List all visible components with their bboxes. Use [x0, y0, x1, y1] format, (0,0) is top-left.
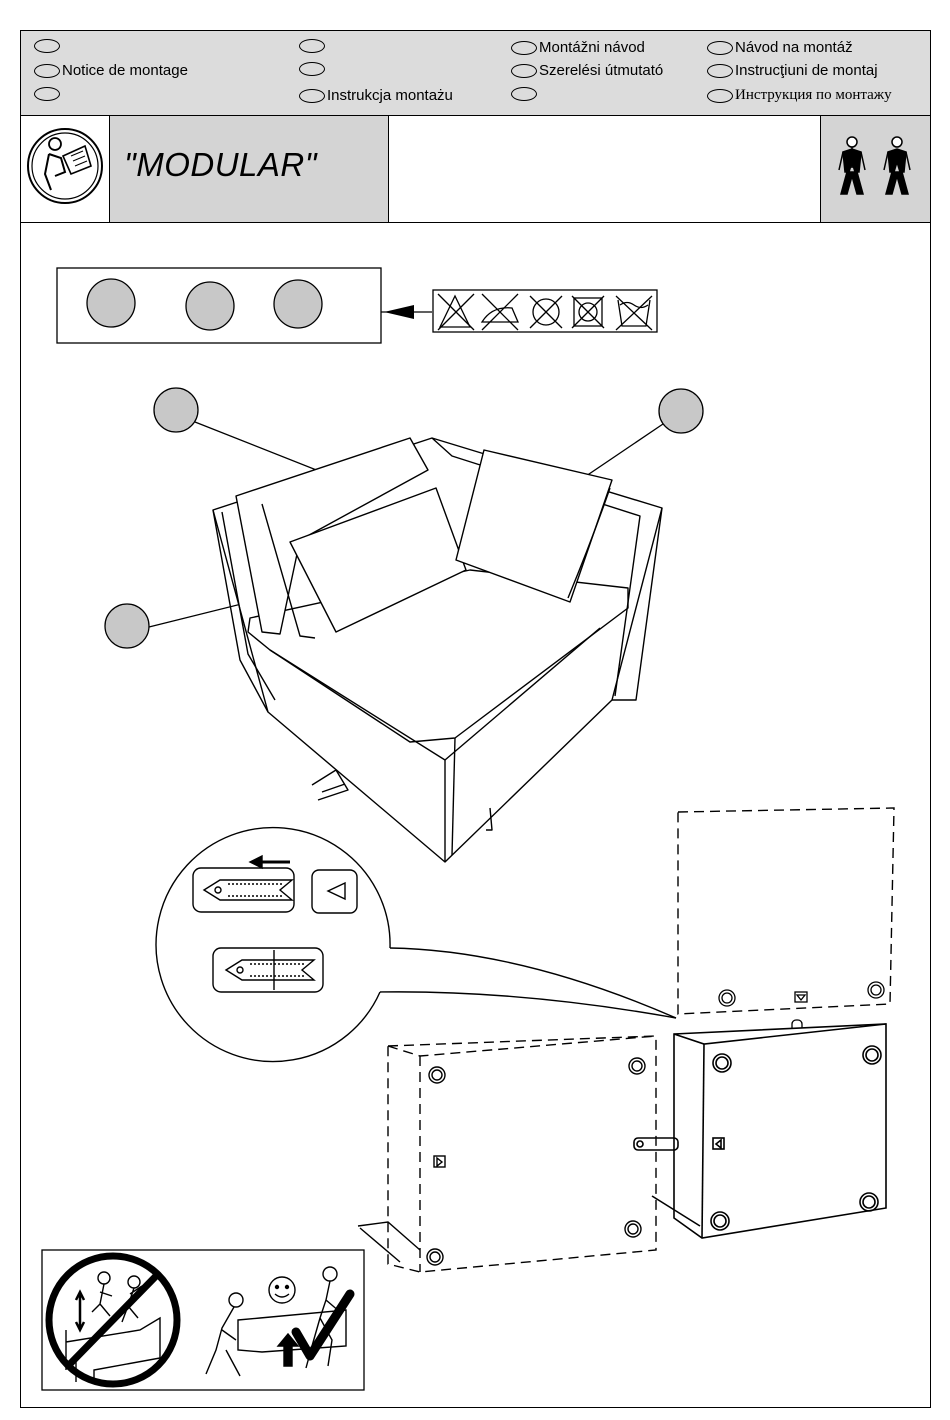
connector-detail: [156, 828, 676, 1062]
part-callout-circle: [186, 282, 234, 330]
cushion-callout-circle: [105, 604, 149, 648]
cushion-callout-circle: [154, 388, 198, 432]
armchair-module: [213, 438, 662, 862]
part-callout-circle: [87, 279, 135, 327]
parts-box: [57, 268, 381, 343]
part-callout-circle: [274, 280, 322, 328]
module-top-right: [678, 808, 894, 1014]
arrow-icon: [381, 305, 432, 319]
care-symbols-box: [433, 290, 657, 332]
safety-warning-panel: [42, 1250, 364, 1390]
module-bottom-right: [634, 1024, 886, 1238]
cushion-callout-circle: [659, 389, 703, 433]
module-bottom-left: [358, 1036, 656, 1272]
